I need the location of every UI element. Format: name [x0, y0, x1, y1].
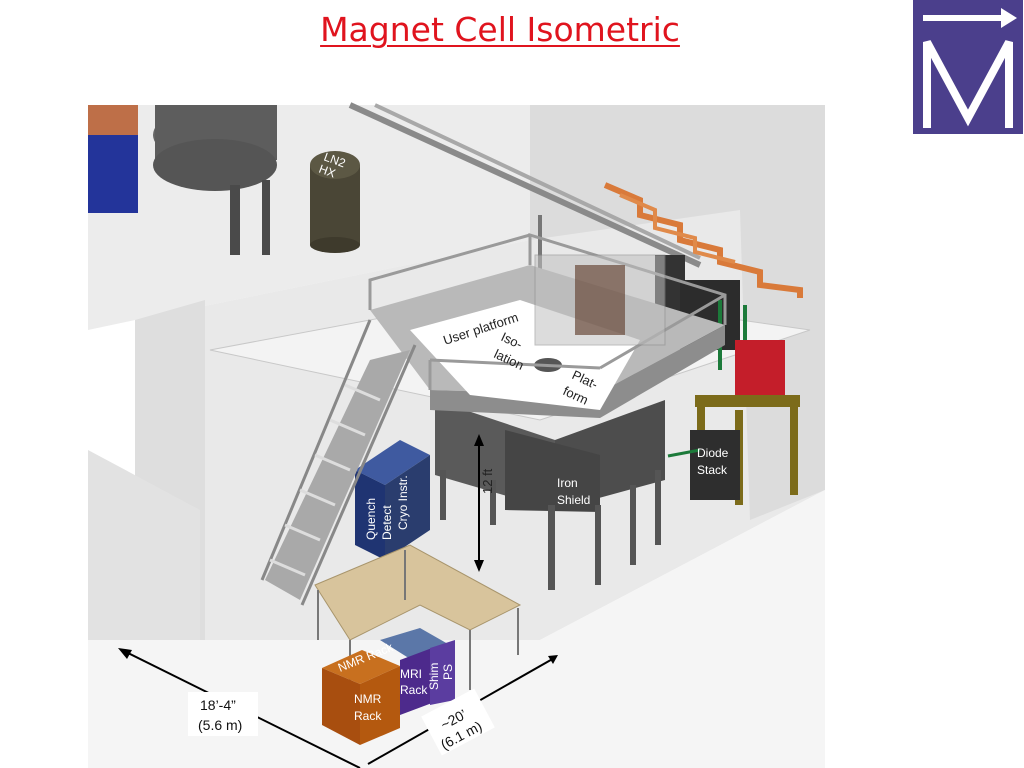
- nmr-label-2: Rack: [354, 709, 382, 723]
- quench-cryo-rack: Quench Detect Cryo Instr.: [355, 440, 430, 560]
- logo: [913, 0, 1023, 134]
- diode-label-1: Diode: [697, 446, 729, 460]
- diode-stack: Diode Stack: [667, 340, 800, 505]
- ln2-hx-cylinder: LN2 HX: [310, 150, 360, 253]
- iron-shield: Iron Shield: [435, 400, 665, 590]
- stairs: [260, 319, 417, 606]
- user-platform: User platform Iso- lation Plat- form: [368, 232, 727, 418]
- ps-label: PS: [441, 664, 455, 680]
- iron-label-1: Iron: [557, 476, 578, 490]
- hx-label: HX: [317, 162, 337, 181]
- width-dimension: 18’-4” (5.6 m): [118, 648, 361, 768]
- logo-icon: [923, 8, 1017, 128]
- detect-label: Detect: [380, 505, 394, 540]
- nmr-label-1: NMR: [354, 692, 382, 706]
- cryo-label: Cryo Instr.: [396, 475, 410, 530]
- mri-label-2: Rack: [400, 683, 428, 697]
- diode-label-2: Stack: [697, 463, 728, 477]
- width-label-1: 18’-4”: [200, 697, 236, 713]
- mri-label-1: MRI: [400, 667, 422, 681]
- shim-label: Shim: [427, 663, 441, 690]
- copper-bus-bars: [603, 182, 803, 298]
- width-label-2: (5.6 m): [198, 717, 242, 733]
- height-label: 12 ft: [480, 468, 495, 494]
- height-dimension: 12 ft: [474, 434, 495, 572]
- page-title: Magnet Cell Isometric: [320, 10, 680, 49]
- dewar-tanks: [88, 105, 277, 255]
- quench-label: Quench: [364, 498, 378, 540]
- iron-label-2: Shield: [557, 493, 590, 507]
